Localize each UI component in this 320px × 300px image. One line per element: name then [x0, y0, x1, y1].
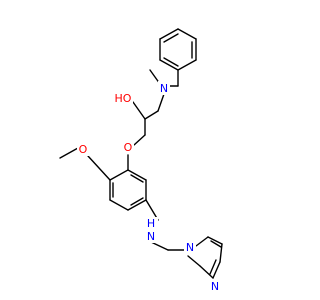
bond-line: [209, 259, 217, 275]
bond-line: [195, 236, 209, 247]
bond-line: [159, 28, 179, 40]
bond-line: [150, 241, 169, 251]
bond-line: [127, 199, 147, 211]
atom-label-group: HO N O O H N N N: [77, 81, 221, 293]
label-backdrop: [184, 240, 196, 254]
methoxy-oxygen-label: O: [79, 143, 88, 156]
bond-line: [133, 134, 146, 146]
bond-line: [177, 59, 197, 71]
bond-line: [159, 59, 179, 71]
bond-line: [87, 155, 111, 181]
label-backdrop: [113, 91, 133, 105]
ether-oxygen-label: O: [124, 141, 133, 154]
bond-line: [157, 93, 165, 112]
bond-line: [163, 33, 179, 43]
hydroxyl-label: HO: [115, 92, 132, 105]
bond-line: [144, 110, 159, 120]
imidazole-n1-label: N: [186, 241, 194, 254]
bond-line: [210, 240, 222, 248]
tertiary-amine-nitrogen-label: N: [160, 82, 168, 95]
bond-line: [132, 101, 146, 120]
bond-line: [187, 255, 201, 267]
secondary-amine-hydrogen-label: H: [147, 217, 155, 230]
secondary-amine-nitrogen-label: N: [147, 230, 155, 243]
bond-line: [127, 169, 147, 181]
bond-line: [59, 147, 79, 159]
bond-line: [207, 236, 223, 245]
label-backdrop: [122, 140, 134, 154]
label-backdrop: [144, 217, 158, 243]
bond-line: [199, 265, 214, 279]
structural-formula: HO N O O H N N N: [59, 28, 223, 293]
bond-line: [212, 261, 221, 279]
bond-line: [109, 169, 129, 181]
bond-line: [130, 197, 144, 206]
bond-line: [177, 28, 197, 40]
bond-line: [130, 174, 144, 183]
imidazole-n3-label: N: [211, 280, 219, 293]
label-backdrop: [209, 279, 221, 293]
bond-line: [145, 199, 159, 221]
label-backdrop: [77, 142, 89, 156]
bond-line: [109, 199, 129, 211]
bond-line: [163, 57, 179, 67]
label-backdrop: [158, 81, 170, 95]
